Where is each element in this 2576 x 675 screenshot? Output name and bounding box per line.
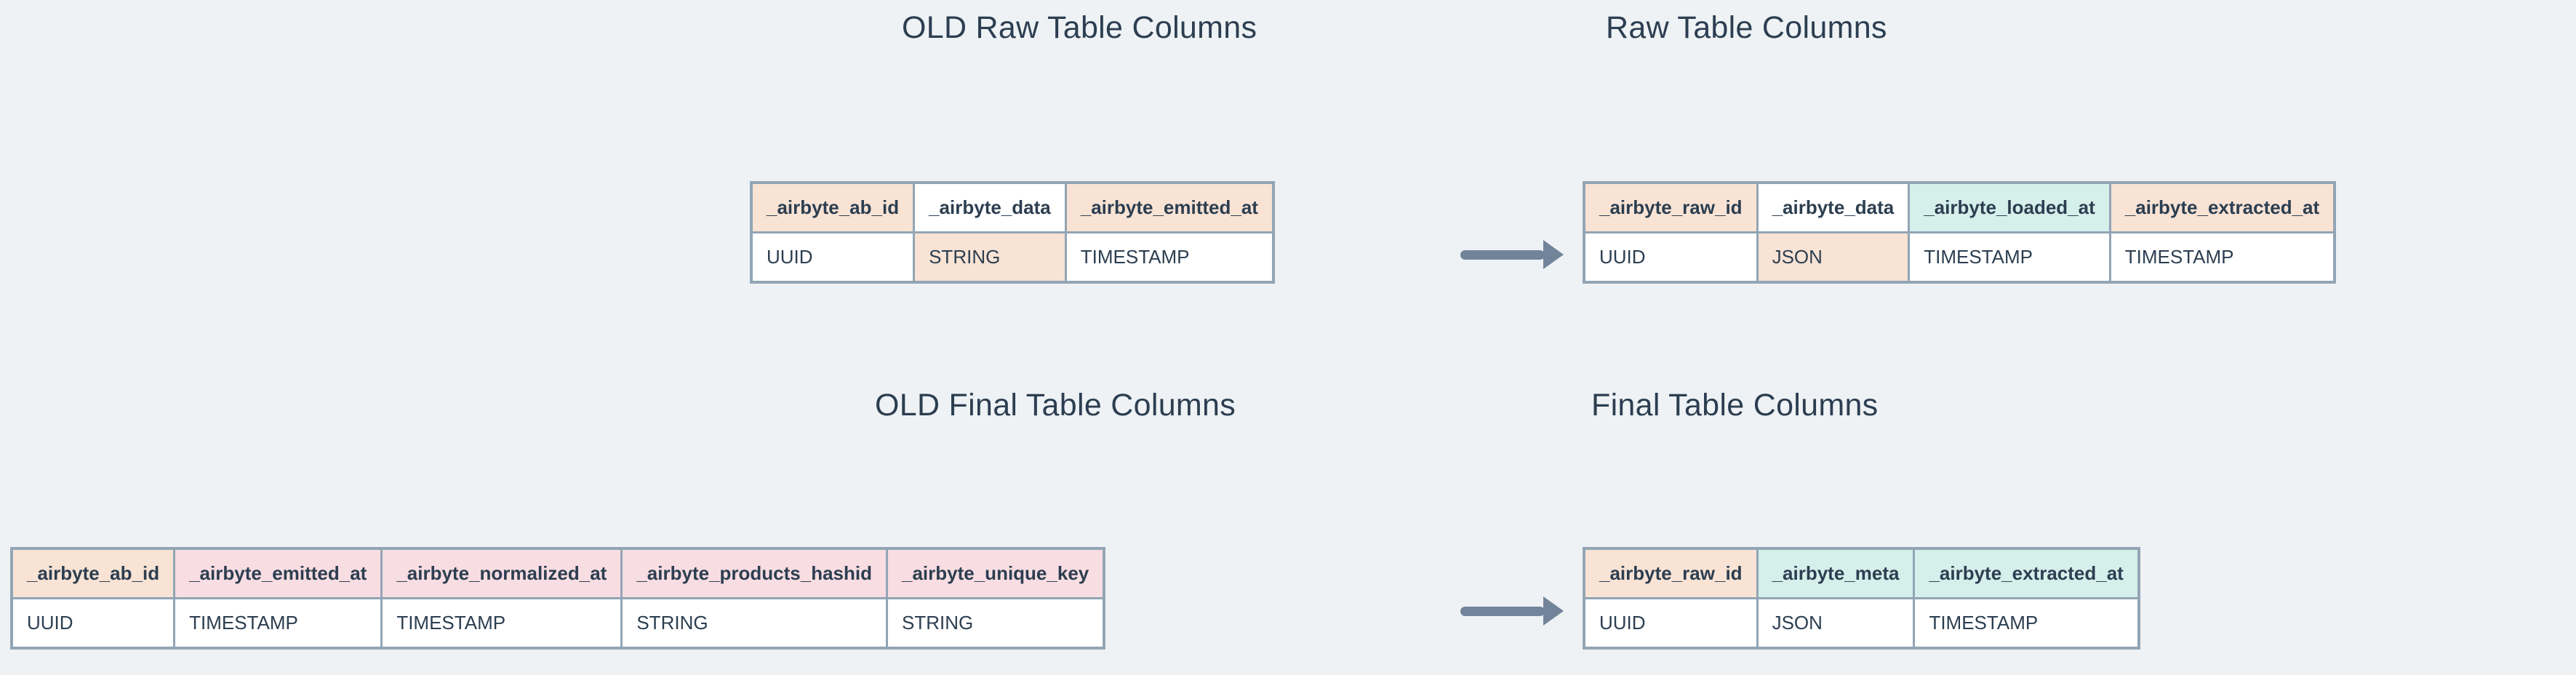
column-type-cell: TIMESTAMP: [1908, 231, 2111, 284]
column-type-cell: TIMESTAMP: [173, 597, 383, 650]
column-type-cell: JSON: [1756, 597, 1916, 650]
column-header-cell: _airbyte_extracted_at: [2108, 181, 2336, 233]
arrow-head: [1543, 240, 1564, 269]
schema-table-final: _airbyte_raw_id_airbyte_meta_airbyte_ext…: [1583, 547, 2140, 650]
section-title-old-raw-table: OLD Raw Table Columns: [902, 10, 1257, 45]
column-type-cell: TIMESTAMP: [1913, 597, 2140, 650]
column-type-cell: TIMESTAMP: [1064, 231, 1275, 284]
column-header-cell: _airbyte_normalized_at: [380, 547, 623, 599]
column-type-cell: STRING: [913, 231, 1067, 284]
column-header-cell: _airbyte_emitted_at: [1064, 181, 1275, 233]
schema-table-raw: _airbyte_raw_id_airbyte_data_airbyte_loa…: [1583, 181, 2337, 284]
arrow-right-icon-raw-migration: [1460, 240, 1564, 269]
arrow-head: [1543, 596, 1564, 626]
section-title-old-final-table: OLD Final Table Columns: [875, 388, 1236, 423]
arrow-shaft: [1460, 250, 1545, 260]
table-header-row: _airbyte_ab_id_airbyte_data_airbyte_emit…: [750, 181, 1275, 233]
column-type-cell: STRING: [620, 597, 888, 650]
column-header-cell: _airbyte_data: [913, 181, 1067, 233]
column-header-cell: _airbyte_emitted_at: [173, 547, 383, 599]
column-header-cell: _airbyte_products_hashid: [620, 547, 888, 599]
schema-table-old-final: _airbyte_ab_id_airbyte_emitted_at_airbyt…: [10, 547, 1106, 650]
column-header-cell: _airbyte_loaded_at: [1908, 181, 2111, 233]
schema-table-old-raw: _airbyte_ab_id_airbyte_data_airbyte_emit…: [750, 181, 1275, 284]
column-type-cell: STRING: [886, 597, 1105, 650]
column-type-cell: UUID: [10, 597, 176, 650]
column-header-cell: _airbyte_data: [1756, 181, 1911, 233]
section-title-final-table: Final Table Columns: [1591, 388, 1879, 423]
arrow-shaft: [1460, 607, 1545, 616]
column-type-cell: TIMESTAMP: [2108, 231, 2336, 284]
column-header-cell: _airbyte_raw_id: [1583, 181, 1759, 233]
section-title-raw-table: Raw Table Columns: [1606, 10, 1887, 45]
column-type-cell: UUID: [1583, 231, 1759, 284]
table-header-row: _airbyte_raw_id_airbyte_meta_airbyte_ext…: [1583, 547, 2140, 599]
column-type-cell: TIMESTAMP: [380, 597, 623, 650]
column-header-cell: _airbyte_ab_id: [750, 181, 916, 233]
column-header-cell: _airbyte_raw_id: [1583, 547, 1759, 599]
column-header-cell: _airbyte_extracted_at: [1913, 547, 2140, 599]
column-type-cell: UUID: [750, 231, 916, 284]
table-header-row: _airbyte_raw_id_airbyte_data_airbyte_loa…: [1583, 181, 2336, 233]
column-header-cell: _airbyte_unique_key: [886, 547, 1105, 599]
table-header-row: _airbyte_ab_id_airbyte_emitted_at_airbyt…: [10, 547, 1105, 599]
column-type-cell: UUID: [1583, 597, 1759, 650]
column-header-cell: _airbyte_ab_id: [10, 547, 176, 599]
arrow-right-icon-final-migration: [1460, 596, 1564, 626]
column-type-cell: JSON: [1756, 231, 1911, 284]
column-header-cell: _airbyte_meta: [1756, 547, 1916, 599]
